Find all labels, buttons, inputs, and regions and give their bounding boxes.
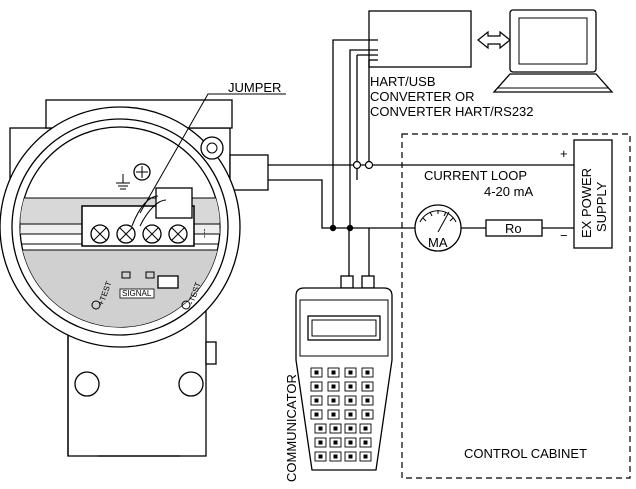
junction-ring: [352, 160, 362, 170]
ground-icon: [116, 174, 130, 190]
power-supply-label-2: SUPPLY: [594, 181, 609, 232]
resistor-label: Ro: [505, 221, 522, 236]
keypad-key-mark: [365, 370, 370, 375]
keypad-key-mark: [365, 398, 370, 403]
keypad-key-mark: [348, 426, 353, 431]
double-arrow-icon: [477, 30, 511, 50]
power-supply-label-1: EX POWER: [579, 168, 594, 238]
keypad-key-mark: [314, 412, 319, 417]
current-range-label: 4-20 mA: [484, 184, 533, 199]
keypad-key-mark: [348, 412, 353, 417]
control-cabinet-label: CONTROL CABINET: [464, 446, 587, 461]
junction-dot: [329, 224, 337, 232]
power-supply-box: [573, 139, 613, 249]
keypad-key-mark: [348, 398, 353, 403]
transmitter: ┆ SIGNAL +TEST -TEST: [0, 99, 269, 457]
meter-label: MA: [428, 235, 448, 250]
keypad-key-mark: [363, 426, 368, 431]
junction-dot: [346, 224, 354, 232]
hart-communicator: [295, 275, 393, 471]
terminal-mark: ┆: [202, 228, 207, 238]
plus-terminal-label: +: [560, 146, 568, 161]
hart-converter-box: [368, 10, 472, 68]
keypad-key-mark: [348, 454, 353, 459]
signal-label: SIGNAL: [122, 289, 152, 298]
keypad-key-mark: [318, 454, 323, 459]
converter-label-2: CONVERTER OR: [370, 89, 475, 104]
keypad-key-mark: [331, 370, 336, 375]
keypad-key-mark: [363, 454, 368, 459]
keypad-key-mark: [318, 426, 323, 431]
converter-label-1: HART/USB: [370, 74, 436, 89]
keypad-key-mark: [333, 426, 338, 431]
keypad-key-mark: [314, 370, 319, 375]
keypad-key-mark: [333, 440, 338, 445]
current-loop-label: CURRENT LOOP: [424, 168, 527, 183]
keypad-key-mark: [365, 412, 370, 417]
keypad-key-mark: [363, 440, 368, 445]
keypad-key-mark: [331, 384, 336, 389]
control-cabinet-box: [401, 133, 631, 479]
keypad-key-mark: [365, 384, 370, 389]
keypad-key-mark: [314, 398, 319, 403]
minus-terminal-label: −: [560, 228, 568, 243]
keypad-key-mark: [318, 440, 323, 445]
keypad-key-mark: [348, 384, 353, 389]
terminal-screws: [90, 224, 188, 244]
keypad-key-mark: [331, 412, 336, 417]
keypad-key-mark: [348, 440, 353, 445]
converter-label-3: CONVERTER HART/RS232: [370, 104, 534, 119]
communicator-keypad: [310, 367, 374, 462]
communicator-label: COMMUNICATOR: [284, 374, 299, 482]
jumper-label: JUMPER: [228, 80, 281, 95]
keypad-key-mark: [314, 384, 319, 389]
junction-ring: [364, 160, 374, 170]
keypad-key-mark: [331, 398, 336, 403]
keypad-key-mark: [333, 454, 338, 459]
resistor: [485, 219, 543, 237]
keypad-key-mark: [348, 370, 353, 375]
milliammeter: MA: [414, 204, 462, 252]
laptop-icon: [492, 9, 614, 93]
